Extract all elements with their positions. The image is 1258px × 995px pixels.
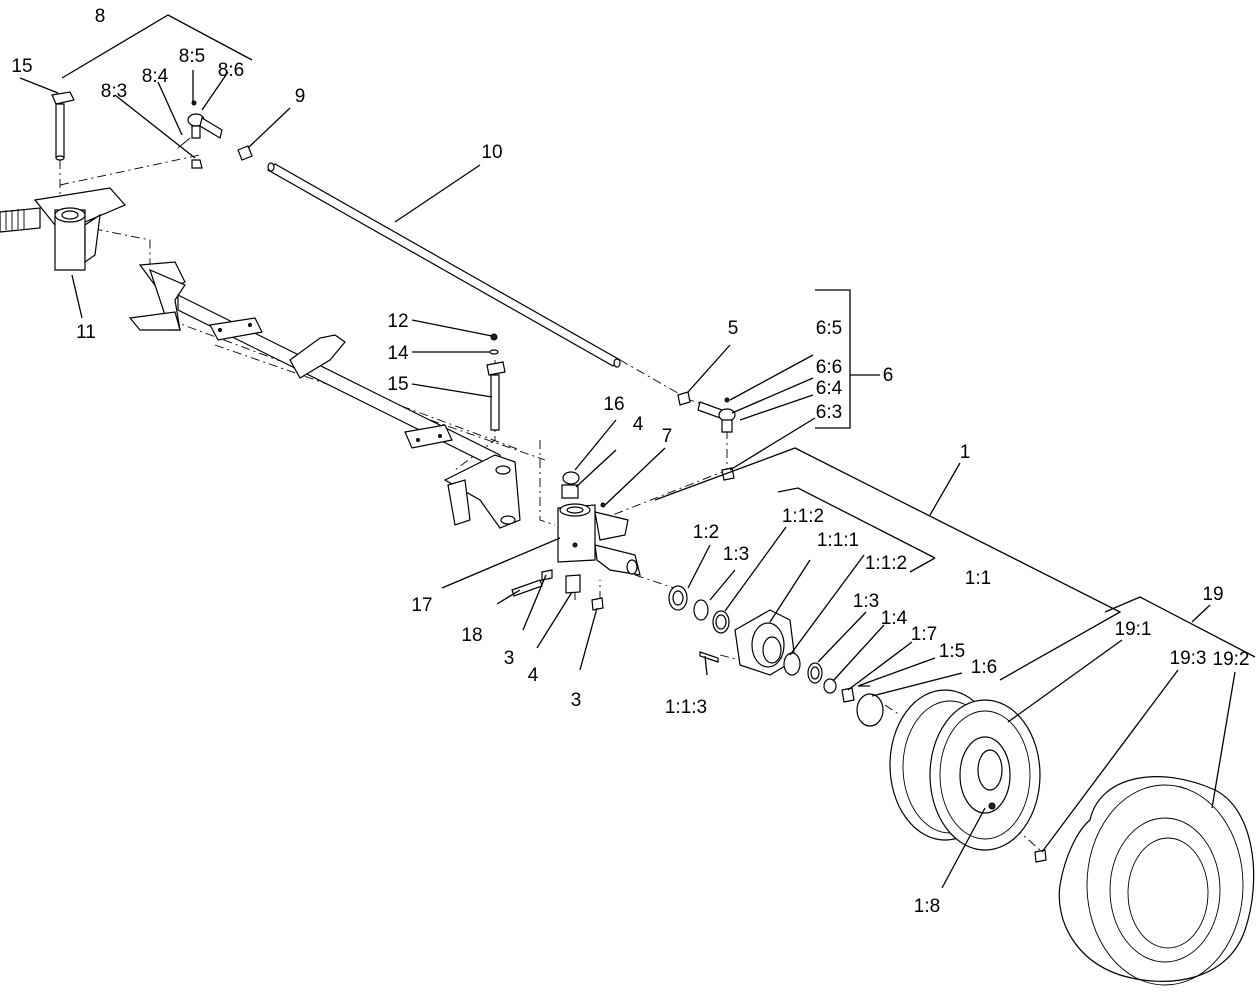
callout-18: 18 — [461, 625, 482, 646]
callout-6-6: 6:6 — [816, 357, 842, 378]
callout-17: 17 — [411, 595, 432, 616]
callout-8: 8 — [95, 6, 106, 27]
left-spindle — [0, 187, 127, 271]
callout-9: 9 — [295, 86, 306, 107]
callout-5: 5 — [728, 318, 739, 339]
wheel-rim — [889, 689, 1041, 851]
callout-6-5: 6:5 — [816, 318, 842, 339]
callout-labels: 8 15 8:3 8:4 8:5 8:6 9 10 11 12 14 15 5 … — [11, 6, 1249, 917]
callout-6-3: 6:3 — [816, 402, 842, 423]
hub-assembly — [668, 585, 884, 727]
callout-8-3: 8:3 — [101, 81, 127, 102]
right-tie-rod-end — [677, 391, 736, 481]
callout-1-1-2-lower: 1:1:2 — [865, 553, 907, 574]
callout-6-4: 6:4 — [816, 378, 843, 399]
callout-19: 19 — [1202, 584, 1223, 605]
callout-1-1-2-upper: 1:1:2 — [782, 506, 824, 527]
callout-1-1-3: 1:1:3 — [665, 697, 707, 718]
callout-19-3: 19:3 — [1170, 648, 1207, 669]
callout-1-2: 1:2 — [693, 522, 719, 543]
knuckle-hardware — [511, 569, 604, 611]
callout-12: 12 — [387, 311, 408, 332]
right-spindle — [557, 471, 641, 576]
left-king-pin — [51, 91, 75, 161]
callout-16: 16 — [603, 394, 624, 415]
tie-rod — [266, 162, 622, 368]
tire — [1034, 776, 1255, 986]
callout-1-4: 1:4 — [881, 608, 908, 629]
callout-3-left: 3 — [504, 648, 515, 669]
callout-8-6: 8:6 — [218, 60, 244, 81]
callout-1-3-upper: 1:3 — [723, 544, 749, 565]
callout-11: 11 — [76, 322, 96, 343]
callout-7: 7 — [662, 426, 673, 447]
callout-3-right: 3 — [571, 690, 582, 711]
callout-15-left: 15 — [11, 56, 32, 77]
callout-4-lower: 4 — [528, 665, 539, 686]
jam-nut-9 — [237, 145, 253, 161]
callout-8-5: 8:5 — [179, 46, 205, 67]
callout-1-1-1: 1:1:1 — [817, 530, 859, 551]
callout-8-4: 8:4 — [142, 66, 169, 87]
callout-1-8: 1:8 — [914, 896, 940, 917]
callout-19-1: 19:1 — [1115, 619, 1152, 640]
callout-6: 6 — [883, 365, 894, 386]
callout-1-7: 1:7 — [911, 624, 937, 645]
callout-15-center: 15 — [387, 374, 408, 395]
leader-lines — [19, 14, 1256, 889]
callout-4-upper: 4 — [633, 414, 644, 435]
callout-1-1: 1:1 — [965, 568, 991, 589]
axle-beam — [128, 261, 521, 529]
callout-19-2: 19:2 — [1213, 649, 1250, 670]
pivot-pin-assembly — [486, 333, 506, 431]
callout-1-6: 1:6 — [971, 657, 997, 678]
callout-1: 1 — [960, 442, 971, 463]
callout-10: 10 — [481, 142, 502, 163]
left-tie-rod-end — [177, 100, 223, 169]
callout-1-3-lower: 1:3 — [853, 591, 879, 612]
callout-1-5: 1:5 — [939, 641, 965, 662]
callout-14: 14 — [387, 343, 409, 364]
